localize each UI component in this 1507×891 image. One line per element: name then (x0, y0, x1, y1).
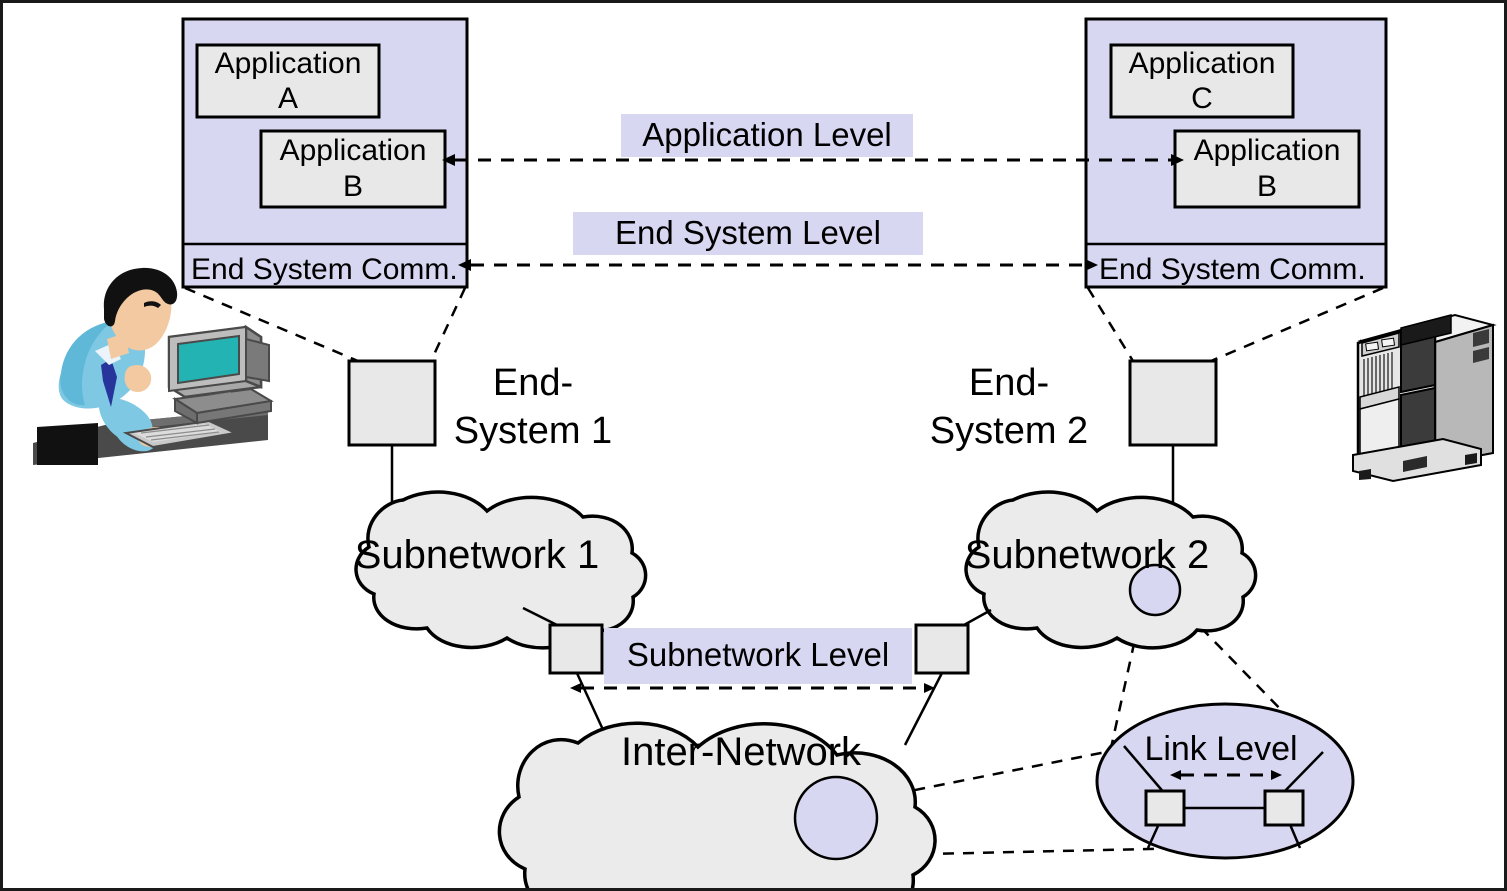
end-system-level-label: End System Level (615, 214, 881, 251)
subnetwork-2-link-node (1128, 563, 1182, 617)
subnetwork-2-label: Subnetwork 2 (965, 533, 1210, 577)
link-router2-to-internetwork (903, 670, 945, 746)
application-b-left-label-line2: B (343, 170, 363, 203)
end-system-2-comm-label: End System Comm. (1099, 253, 1366, 286)
application-c-box (1109, 43, 1295, 119)
end-system-2-label-line1: End- (969, 362, 1049, 404)
subnetwork-router-2-box[interactable] (914, 623, 970, 675)
subnetwork-1-label: Subnetwork 1 (355, 533, 600, 577)
internetwork-link-node (793, 775, 879, 861)
fan-connector-es1 (184, 286, 467, 363)
end-system-2-node-box[interactable] (1128, 359, 1218, 447)
application-c-label-line2: C (1191, 82, 1213, 115)
end-system-2-label-line2: System 2 (930, 410, 1088, 452)
internetwork-cloud[interactable] (497, 721, 937, 891)
end-system-1-node-box[interactable] (347, 359, 437, 447)
link-leader-top-right (1280, 751, 1324, 796)
subnetwork-level-label-bg (604, 628, 912, 684)
link-level-label: Link Level (1144, 730, 1297, 768)
link-node-box-right (1263, 789, 1305, 827)
application-b-box-left (259, 129, 447, 209)
subnetwork-router-1-box[interactable] (548, 623, 604, 675)
person-at-desktop-computer-icon (33, 267, 274, 465)
application-level-label: Application Level (642, 116, 892, 153)
mainframe-server-icon (1352, 313, 1497, 483)
end-system-1-label-line1: End- (493, 362, 573, 404)
end-system-level-label-bg (573, 212, 923, 255)
application-b-right-label-line2: B (1257, 170, 1277, 203)
internetwork-label: Inter-Network (621, 730, 862, 774)
application-b-left-label-line1: Application (280, 134, 427, 167)
application-c-label-line1: Application (1129, 47, 1276, 80)
application-level-label-bg (621, 114, 913, 157)
diagram-canvas: Application A Application B End System C… (33, 17, 1497, 891)
application-b-box-right (1173, 129, 1361, 209)
subnetwork-2-cloud[interactable] (964, 490, 1258, 650)
application-b-right-label-line1: Application (1194, 134, 1341, 167)
application-a-box (195, 43, 381, 119)
end-system-1-panel[interactable] (181, 17, 469, 289)
end-system-2-panel[interactable] (1084, 17, 1388, 289)
link-leader-top-left (1123, 745, 1167, 796)
end-system-1-label-line2: System 1 (454, 410, 612, 452)
fan-connector-es2 (1086, 286, 1384, 363)
link-level-detail[interactable] (1095, 702, 1355, 860)
subnetwork-level-label: Subnetwork Level (627, 636, 889, 673)
end-system-1-comm-label: End System Comm. (191, 253, 458, 286)
application-a-label-line2: A (278, 82, 298, 115)
link-level-ellipse (1095, 702, 1355, 860)
application-a-label-line1: Application (215, 47, 362, 80)
link-node-box-left (1144, 789, 1186, 827)
